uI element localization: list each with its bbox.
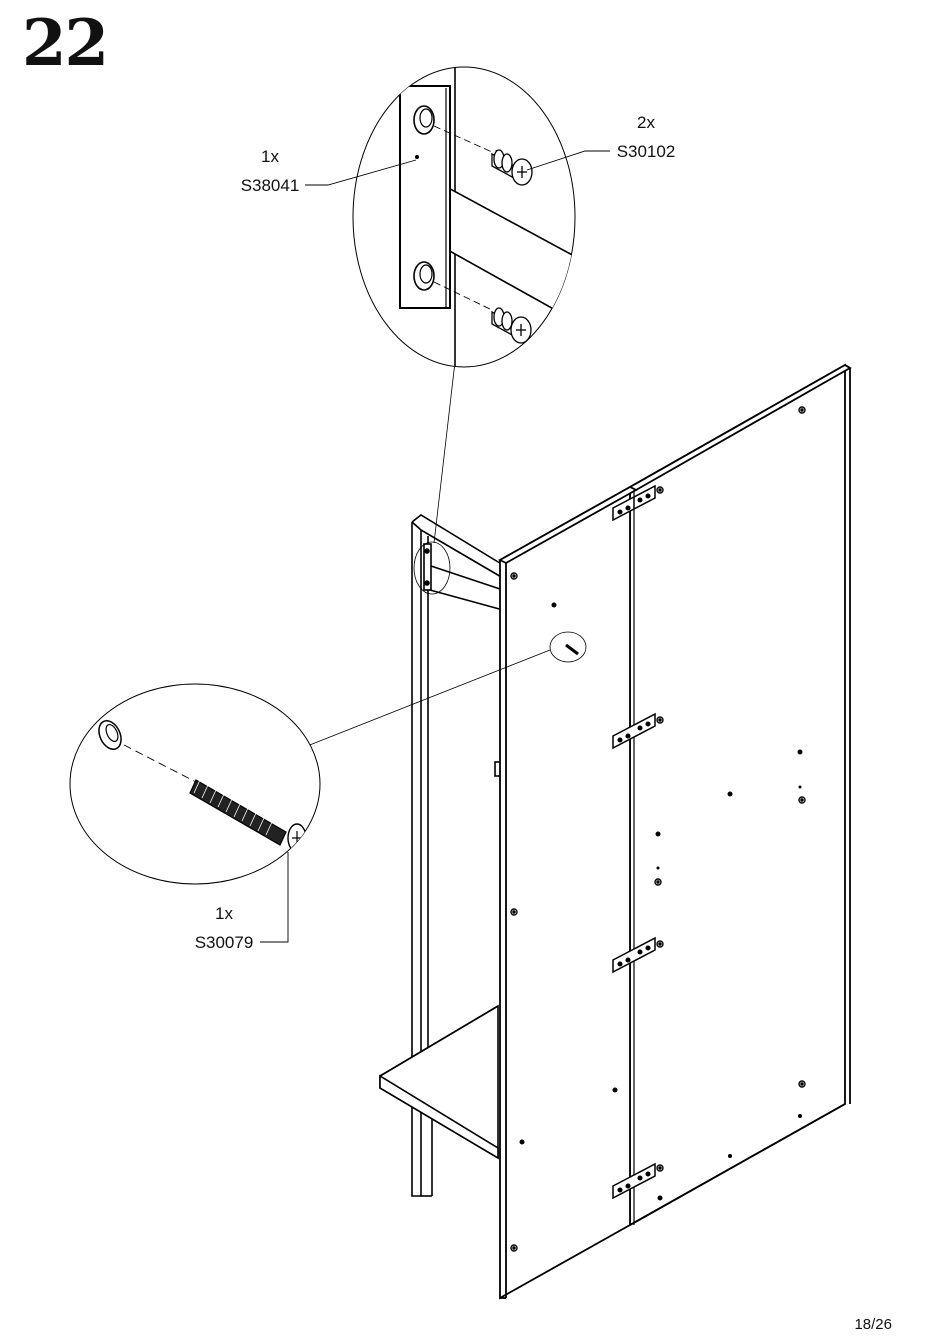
bolt-callout: 1x S30079 [186, 905, 262, 951]
bolt-part-code: S30079 [186, 934, 262, 951]
detail-marker-top [414, 542, 450, 594]
detail-bolt [70, 684, 320, 942]
bracket-callout: 1x S38041 [232, 148, 308, 194]
detail-bracket [305, 60, 610, 380]
bracket-part-code: S38041 [232, 177, 308, 194]
page-number: 18/26 [854, 1316, 892, 1333]
bolt-quantity: 1x [186, 905, 262, 922]
screws-quantity: 2x [608, 114, 684, 131]
shelf [380, 1006, 498, 1158]
screws-part-code: S30102 [608, 143, 684, 160]
door-panel [500, 365, 850, 1298]
screws-callout: 2x S30102 [608, 114, 684, 160]
bracket-quantity: 1x [232, 148, 308, 165]
